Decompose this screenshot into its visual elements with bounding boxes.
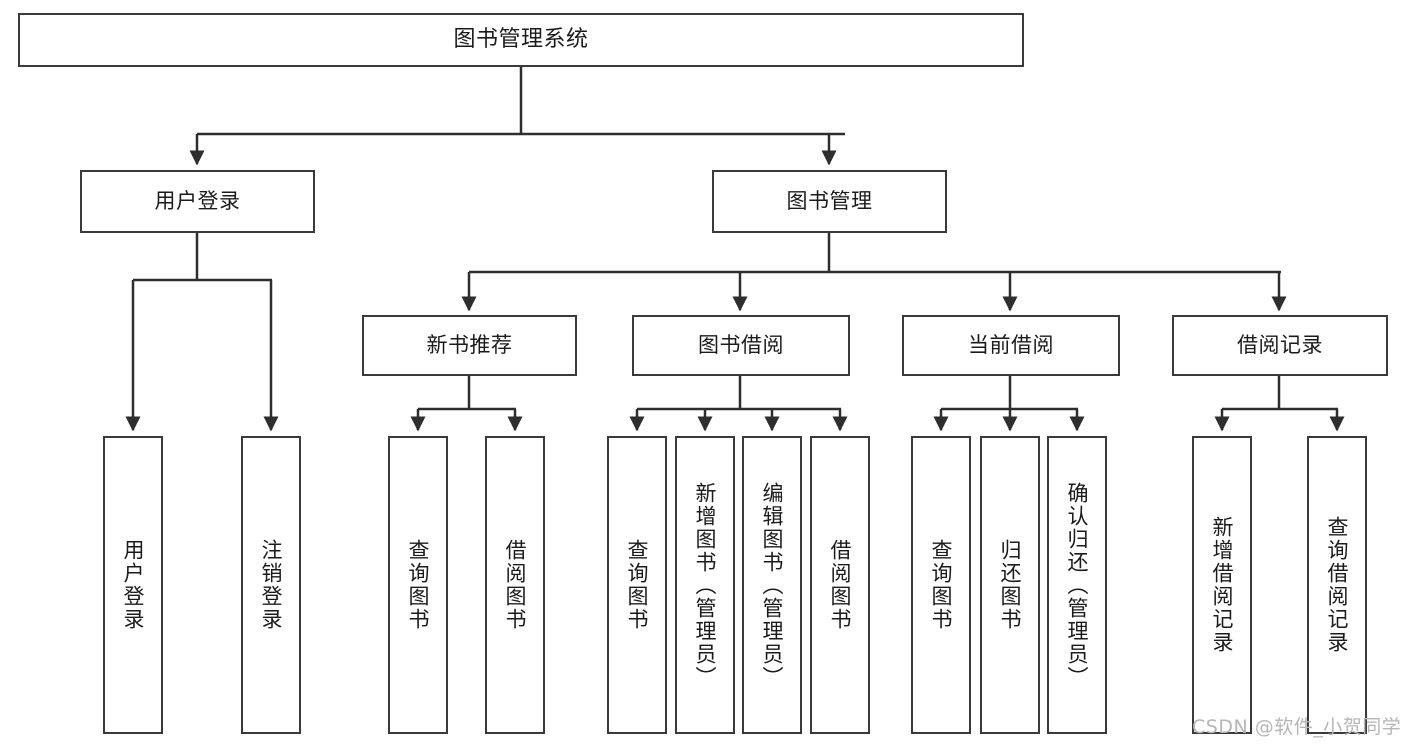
node-leaf-return-book[interactable]: 归还图书 (980, 436, 1040, 734)
node-label: 用户登录 (154, 188, 241, 213)
node-label: 查询借阅记录 (1325, 516, 1350, 654)
csdn-watermark: CSDN @软件_小贺同学 (1192, 716, 1402, 738)
node-label: 新增借阅记录 (1210, 516, 1235, 654)
node-label: 新书推荐 (426, 332, 513, 357)
node-label: 用户登录 (121, 539, 146, 631)
node-leaf-query-book-2[interactable]: 查询图书 (607, 436, 667, 734)
node-label: 借阅图书 (503, 539, 528, 631)
node-label: 图书管理系统 (453, 26, 589, 52)
node-new-book-recommend[interactable]: 新书推荐 (362, 315, 577, 376)
node-label: 图书借阅 (698, 332, 784, 357)
node-leaf-borrow-book-2[interactable]: 借阅图书 (810, 436, 870, 734)
node-borrow-record[interactable]: 借阅记录 (1172, 315, 1388, 376)
node-label: 借阅记录 (1237, 332, 1323, 357)
node-label: 查询图书 (929, 539, 954, 631)
node-leaf-add-borrow-record[interactable]: 新增借阅记录 (1192, 436, 1252, 734)
node-leaf-query-borrow-record[interactable]: 查询借阅记录 (1307, 436, 1367, 734)
node-leaf-borrow-book-1[interactable]: 借阅图书 (485, 436, 545, 734)
node-leaf-add-book-admin[interactable]: 新增图书（管理员） (675, 436, 735, 734)
node-label: 编辑图书（管理员） (760, 481, 785, 689)
node-leaf-edit-book-admin[interactable]: 编辑图书（管理员） (742, 436, 802, 734)
node-label: 查询图书 (406, 539, 431, 631)
node-label: 新增图书（管理员） (693, 481, 718, 689)
node-current-borrow[interactable]: 当前借阅 (902, 315, 1120, 376)
node-label: 确认归还（管理员） (1065, 481, 1090, 689)
node-leaf-query-book-1[interactable]: 查询图书 (388, 436, 448, 734)
node-book-manage[interactable]: 图书管理 (712, 170, 947, 233)
node-user-login[interactable]: 用户登录 (80, 170, 315, 233)
node-label: 借阅图书 (828, 539, 853, 631)
node-leaf-logout-login[interactable]: 注销登录 (241, 436, 301, 734)
node-label: 当前借阅 (968, 332, 1054, 357)
node-label: 查询图书 (625, 539, 650, 631)
node-label: 注销登录 (259, 539, 284, 631)
node-book-borrow[interactable]: 图书借阅 (632, 315, 850, 376)
node-leaf-query-book-3[interactable]: 查询图书 (911, 436, 971, 734)
node-label: 图书管理 (786, 188, 873, 213)
node-root-book-management-system[interactable]: 图书管理系统 (18, 13, 1024, 67)
node-label: 归还图书 (998, 539, 1023, 631)
node-leaf-confirm-return-admin[interactable]: 确认归还（管理员） (1047, 436, 1107, 734)
node-leaf-user-login[interactable]: 用户登录 (103, 436, 163, 734)
